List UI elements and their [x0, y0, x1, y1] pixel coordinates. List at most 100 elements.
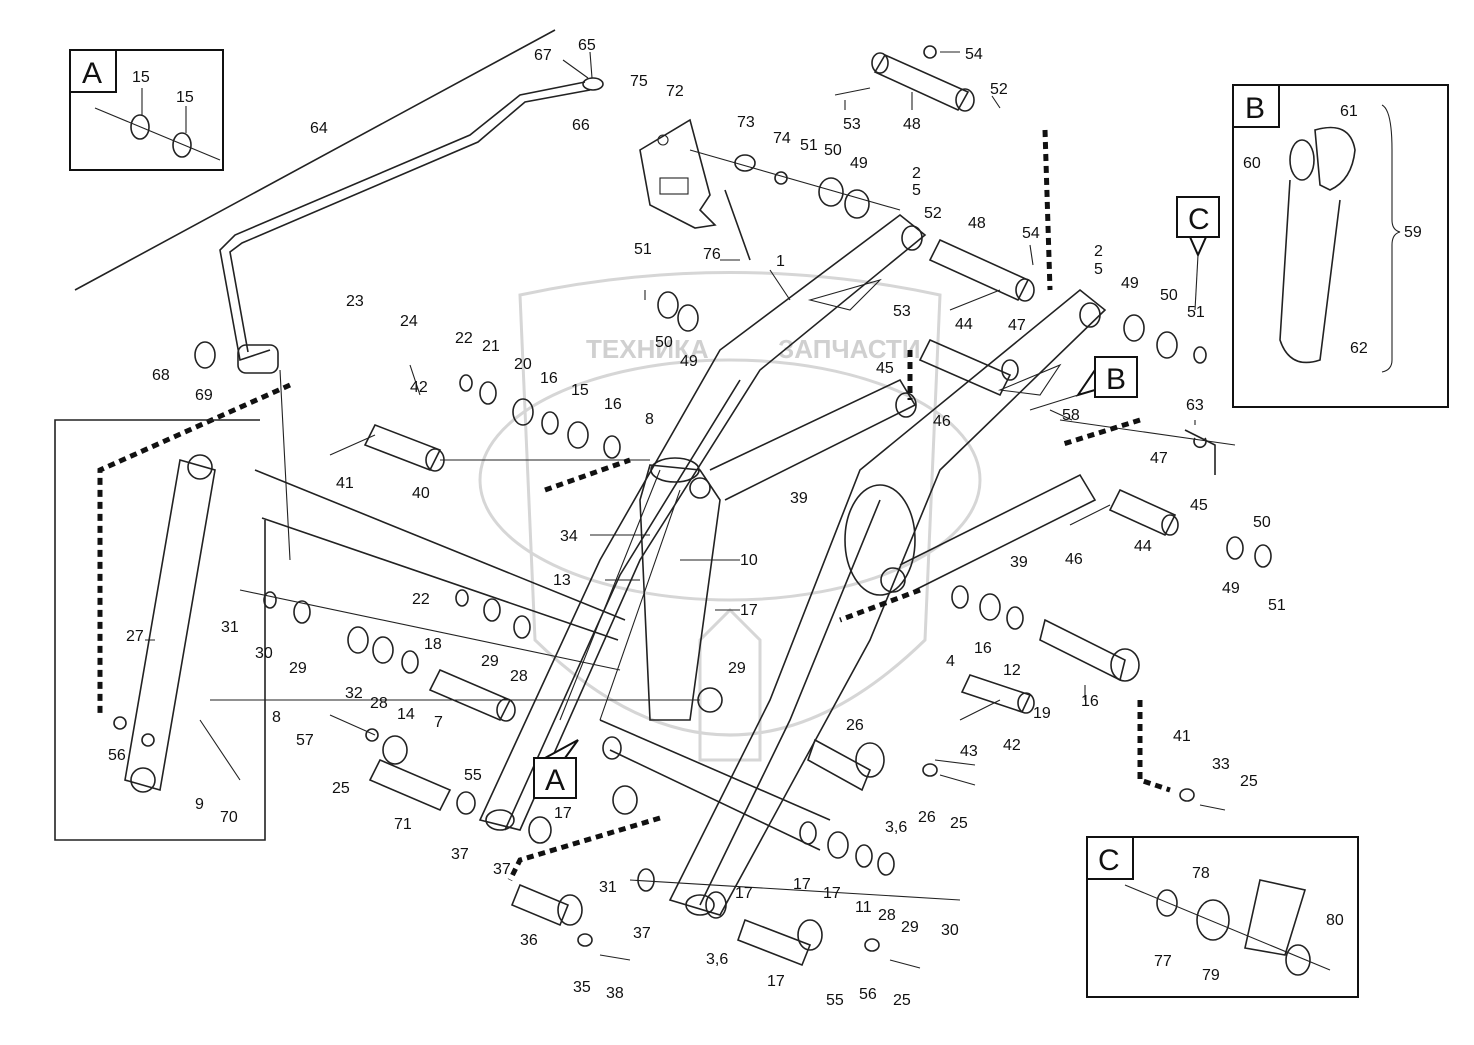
- part-label: 25: [950, 815, 968, 832]
- part-label: 29: [728, 660, 746, 677]
- part-label: 45: [1190, 497, 1208, 514]
- part-label: 41: [1173, 728, 1191, 745]
- part-label: 50: [1160, 287, 1178, 304]
- part-label: 39: [790, 490, 808, 507]
- part-label: 54: [1022, 225, 1040, 242]
- part-label: 66: [572, 117, 590, 134]
- inset-c-label-80: 80: [1326, 912, 1344, 929]
- part-label: 51: [1268, 597, 1286, 614]
- part-label: 32: [345, 685, 363, 702]
- part-label: 69: [195, 387, 213, 404]
- part-label: 48: [968, 215, 986, 232]
- part-label: 29: [289, 660, 307, 677]
- part-label: 17: [740, 602, 758, 619]
- part-label: 45: [876, 360, 894, 377]
- inset-c: C 78 80 77 79: [1086, 836, 1359, 998]
- part-label: 16: [1081, 693, 1099, 710]
- part-label: 19: [1033, 705, 1051, 722]
- part-label: 72: [666, 83, 684, 100]
- part-label: 22: [455, 330, 473, 347]
- part-label: 20: [514, 356, 532, 373]
- part-label: 5: [1094, 261, 1103, 278]
- part-label: 37: [451, 846, 469, 863]
- part-label: 51: [1187, 304, 1205, 321]
- inset-link-box: [54, 419, 626, 841]
- inset-a: A 15 15: [69, 49, 224, 171]
- part-labels: 65 67 66 64 75 72 73 74 51 50 49 54 52 5…: [108, 37, 1286, 1009]
- part-label: 3,6: [885, 819, 907, 836]
- part-label: 52: [924, 205, 942, 222]
- part-label: 16: [974, 640, 992, 657]
- part-label: 50: [1253, 514, 1271, 531]
- part-label: 51: [634, 241, 652, 258]
- part-label: 58: [1062, 407, 1080, 424]
- part-label: 57: [296, 732, 314, 749]
- part-label: 8: [272, 709, 281, 726]
- part-label: 3,6: [706, 951, 728, 968]
- part-label: 17: [735, 885, 753, 902]
- part-label: 33: [1212, 756, 1230, 773]
- part-label: 53: [843, 116, 861, 133]
- part-label: 17: [793, 876, 811, 893]
- part-label: 30: [255, 645, 273, 662]
- part-label: 54: [965, 46, 983, 63]
- inset-c-letter: C: [1098, 844, 1120, 877]
- part-label: 2: [1094, 243, 1103, 260]
- part-label: 14: [397, 706, 415, 723]
- part-label: 28: [370, 695, 388, 712]
- part-label: 30: [941, 922, 959, 939]
- part-label: 49: [1222, 580, 1240, 597]
- part-label: 42: [1003, 737, 1021, 754]
- part-label: 56: [859, 986, 877, 1003]
- part-label: 31: [221, 619, 239, 636]
- callout-tag-b: B: [1106, 363, 1126, 396]
- inset-b-label-61: 61: [1340, 103, 1358, 120]
- watermark-right: ЗАПЧАСТИ: [778, 334, 921, 364]
- part-label: 37: [493, 861, 511, 878]
- part-label: 56: [108, 747, 126, 764]
- part-label: 68: [152, 367, 170, 384]
- part-label: 21: [482, 338, 500, 355]
- part-label: 2: [912, 165, 921, 182]
- part-label: 48: [903, 116, 921, 133]
- inset-a-label-2: 15: [176, 89, 194, 106]
- part-label: 26: [846, 717, 864, 734]
- inset-a-label-1: 15: [132, 69, 150, 86]
- inset-b-label-59: 59: [1404, 224, 1422, 241]
- callout-tag-c: C: [1188, 203, 1210, 236]
- inset-c-label-78: 78: [1192, 865, 1210, 882]
- part-label: 13: [553, 572, 571, 589]
- part-label: 49: [850, 155, 868, 172]
- part-label: 17: [554, 805, 572, 822]
- inset-b-label-60: 60: [1243, 155, 1261, 172]
- part-label: 12: [1003, 662, 1021, 679]
- callout-tags: C B A: [533, 196, 1220, 799]
- part-label: 39: [1010, 554, 1028, 571]
- part-label: 38: [606, 985, 624, 1002]
- part-label: 49: [1121, 275, 1139, 292]
- part-label: 40: [412, 485, 430, 502]
- part-label: 25: [1240, 773, 1258, 790]
- part-label: 53: [893, 303, 911, 320]
- part-label: 4: [946, 653, 955, 670]
- part-label: 75: [630, 73, 648, 90]
- part-label: 49: [680, 353, 698, 370]
- part-label: 25: [332, 780, 350, 797]
- part-label: 26: [918, 809, 936, 826]
- lift-arm-frame: [478, 213, 1107, 916]
- part-label: 42: [410, 379, 428, 396]
- part-label: 37: [633, 925, 651, 942]
- inset-c-label-77: 77: [1154, 953, 1172, 970]
- inset-b-label-62: 62: [1350, 340, 1368, 357]
- leader-lines: [141, 51, 1196, 766]
- part-label: 28: [510, 668, 528, 685]
- part-label: 51: [800, 137, 818, 154]
- part-label: 25: [893, 992, 911, 1009]
- pins-and-bushings: [199, 52, 1236, 969]
- part-label: 27: [126, 628, 144, 645]
- part-label: 17: [767, 973, 785, 990]
- part-label: 63: [1186, 397, 1204, 414]
- part-label: 34: [560, 528, 578, 545]
- part-label: 16: [604, 396, 622, 413]
- part-label: 1: [776, 253, 785, 270]
